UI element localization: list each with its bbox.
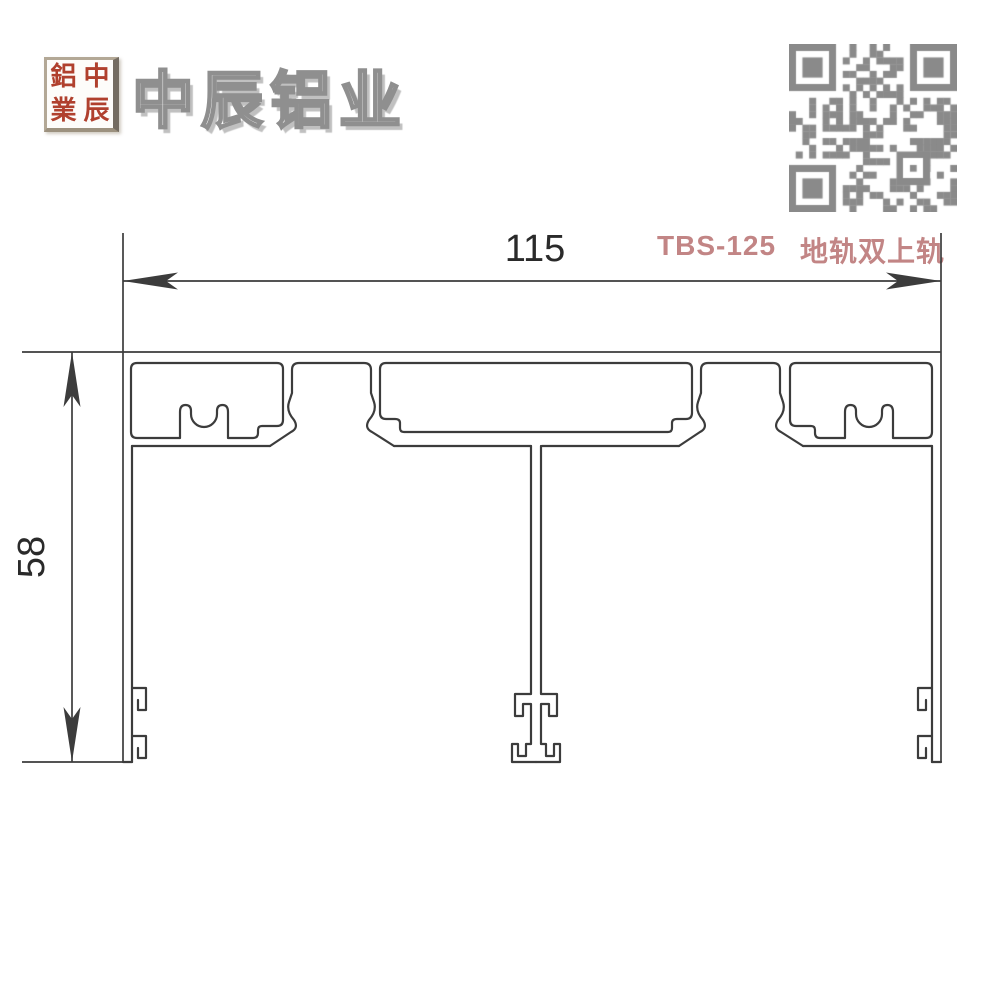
center-cavity bbox=[378, 361, 694, 434]
arrowhead-left bbox=[123, 272, 178, 290]
product-code: TBS-125 bbox=[657, 230, 777, 261]
width-dimension-label: 115 bbox=[505, 228, 566, 270]
arrowhead-up bbox=[63, 352, 81, 407]
left-wall-hook bbox=[130, 686, 148, 712]
width-dimension: 115 bbox=[123, 228, 941, 290]
arrowhead-down bbox=[63, 707, 81, 762]
right-wall-hook bbox=[916, 686, 934, 712]
seal-character: 鋁 bbox=[50, 62, 77, 91]
seal-character: 中 bbox=[83, 62, 110, 91]
t-slot-channel bbox=[677, 361, 805, 448]
company-seal-logo: 鋁 中 業 辰 bbox=[44, 57, 119, 132]
seal-character: 業 bbox=[50, 96, 77, 125]
left-wall-hook bbox=[130, 734, 148, 760]
product-label: TBS-125 地轨双上轨 bbox=[657, 230, 945, 270]
right-cavity-screw-boss bbox=[788, 361, 934, 440]
company-name: 中辰铝业 bbox=[131, 66, 409, 138]
qr-code bbox=[789, 44, 957, 212]
arrowhead-right bbox=[886, 272, 941, 290]
product-name: 地轨双上轨 bbox=[800, 236, 946, 267]
center-web bbox=[510, 444, 538, 764]
height-dimension-label: 58 bbox=[11, 536, 53, 578]
left-cavity-screw-boss bbox=[129, 361, 285, 440]
t-slot-channel bbox=[268, 361, 396, 448]
height-dimension: 58 bbox=[11, 352, 81, 762]
profile-outline bbox=[121, 361, 943, 764]
extension-lines bbox=[22, 233, 942, 763]
seal-character: 辰 bbox=[83, 96, 110, 125]
right-wall-hook bbox=[916, 734, 934, 760]
